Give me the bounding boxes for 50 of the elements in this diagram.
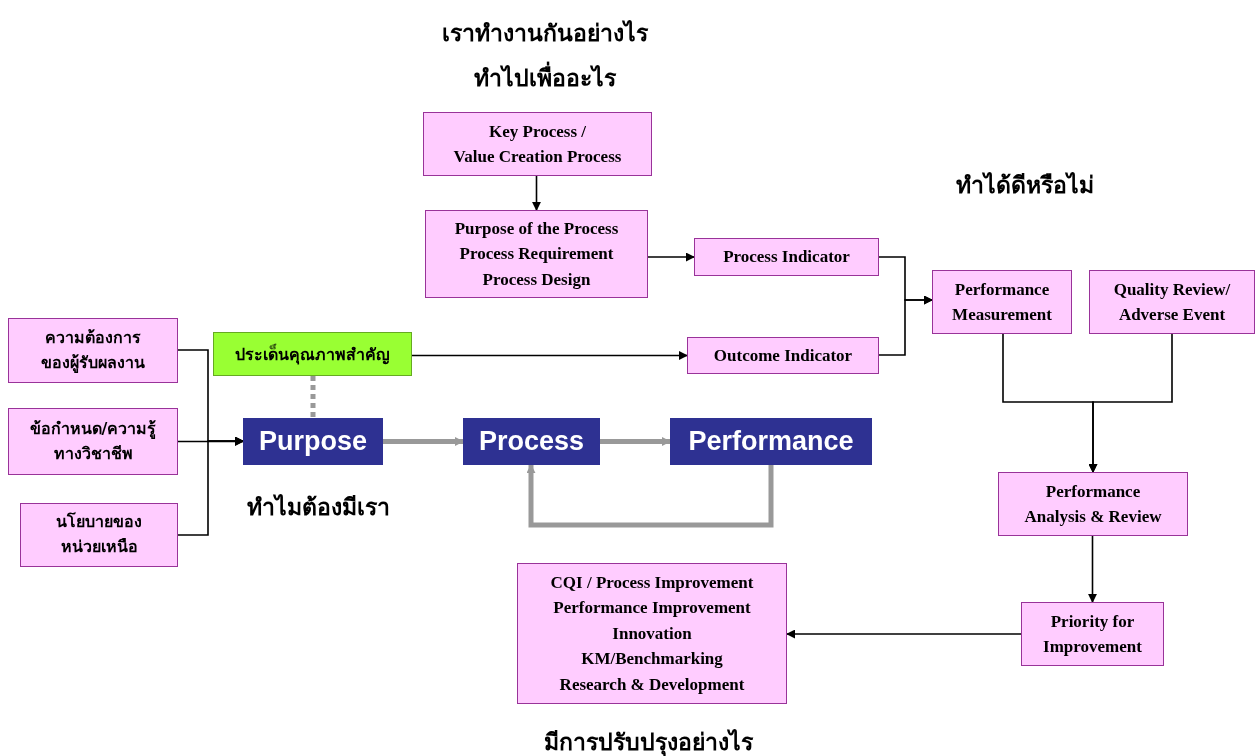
heading-question: ทำไมต้องมีเรา — [246, 493, 390, 522]
box-text: ข้อกำหนด/ความรู้ — [29, 417, 157, 441]
box-text: Process Requirement — [459, 243, 614, 266]
stage-box: Performance — [670, 418, 872, 465]
heading-question: ทำไปเพื่ออะไร — [474, 60, 616, 96]
arrow — [786, 629, 1022, 639]
box-text: CQI / Process Improvement — [550, 571, 754, 594]
box-text: Performance — [1045, 480, 1141, 503]
indicator-box: Process Indicator — [694, 238, 879, 276]
box-text: Performance Improvement — [553, 597, 751, 620]
box-text: ทางวิชาชีพ — [53, 442, 133, 465]
arrow — [600, 437, 671, 446]
arrow — [526, 464, 774, 528]
box-text: Process Design — [482, 268, 591, 291]
box-text: KM/Benchmarking — [581, 648, 723, 671]
arrow — [411, 351, 688, 360]
arrow — [532, 175, 541, 211]
arrow — [878, 295, 933, 356]
arrow — [383, 437, 464, 446]
arrow — [177, 436, 244, 536]
stage-box: Purpose — [243, 418, 383, 465]
stage-box: Process — [463, 418, 600, 465]
process-box — [517, 563, 787, 704]
box-text: Innovation — [612, 622, 692, 645]
box-text: Key Process / — [489, 120, 586, 143]
heading-question: เราทำงานกันอย่างไร — [442, 19, 648, 48]
process-box — [423, 112, 652, 176]
box-text: Analysis & Review — [1024, 506, 1162, 528]
heading-question: ทำได้ดีหรือไม่ — [956, 171, 1094, 200]
process-box: Quality Review/ Adverse Event — [1089, 270, 1255, 334]
process-box: Performance Measurement — [932, 270, 1072, 334]
input-box — [8, 408, 178, 475]
heading-question: มีการปรับปรุงอย่างไร — [543, 728, 753, 756]
box-text: ของผู้รับผลงาน — [41, 351, 145, 375]
box-text: Purpose of the Process — [454, 217, 619, 240]
process-box — [425, 210, 648, 298]
arrow — [647, 252, 695, 262]
box-text: Value Creation Process — [453, 146, 622, 168]
arrow — [1088, 333, 1173, 473]
issue-box: ประเด็นคุณภาพสำคัญ — [213, 332, 412, 376]
indicator-box: Outcome Indicator — [687, 337, 879, 374]
input-box — [8, 318, 178, 383]
arrow — [1088, 535, 1097, 603]
box-text: หน่วยเหนือ — [60, 536, 138, 558]
input-box — [20, 503, 178, 567]
box-text: Research & Development — [559, 673, 745, 696]
box-text: นโยบายของ — [56, 511, 142, 534]
box-text: ความต้องการ — [45, 326, 141, 349]
process-box — [998, 472, 1188, 536]
process-box: Priority for Improvement — [1021, 602, 1164, 666]
